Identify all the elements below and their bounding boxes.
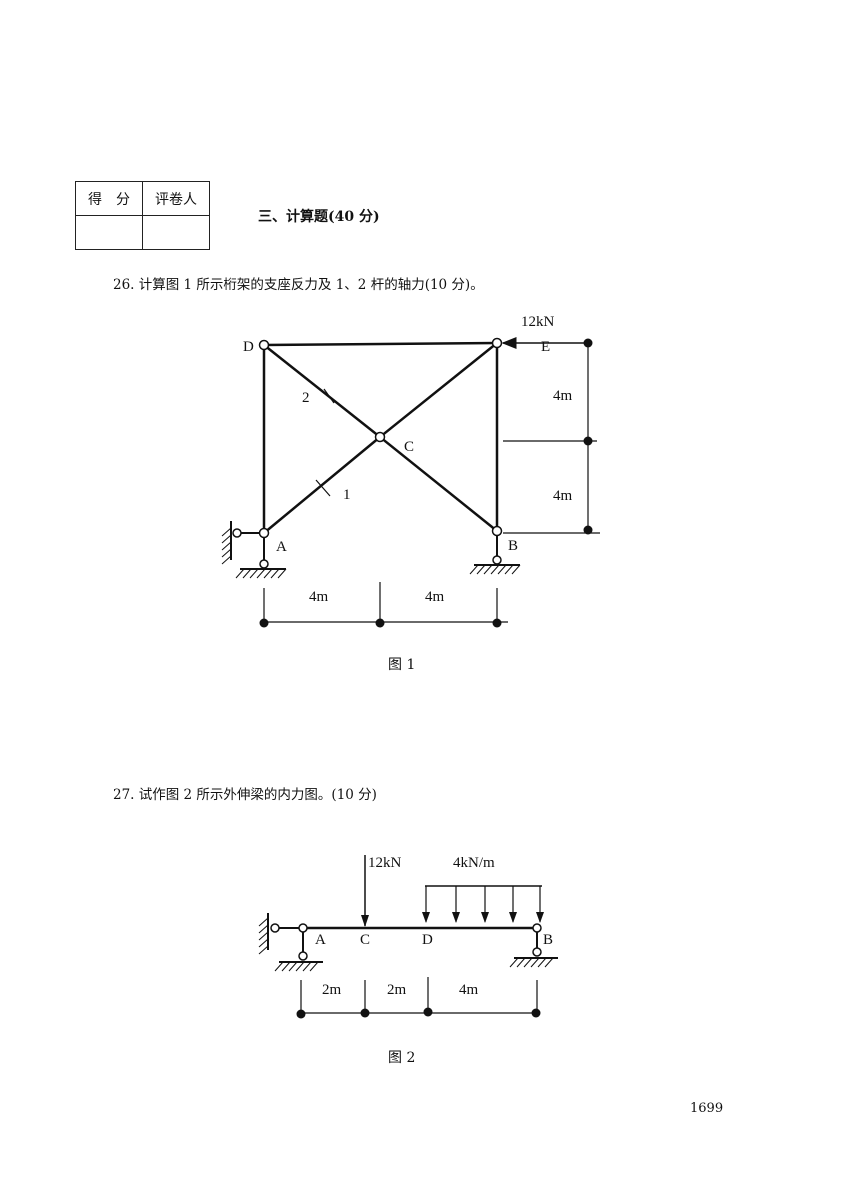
- figure-1-labels: D E C A B 2 1 12kN 4m 4m 4m 4m: [243, 314, 573, 605]
- dim-dot: [296, 1009, 306, 1019]
- label-d2: 2m: [387, 982, 407, 998]
- grader-cell[interactable]: [142, 215, 210, 250]
- dim-dot: [375, 618, 385, 628]
- label-bar-2: 2: [302, 390, 310, 406]
- joint-A: [258, 527, 270, 539]
- bar-1-mark: [315, 479, 331, 497]
- dim-dot: [360, 1008, 370, 1018]
- label-w2: 4m: [425, 589, 445, 605]
- dim-dot: [492, 618, 502, 628]
- section-title: 三、计算题(40 分): [258, 209, 380, 225]
- label-B: B: [508, 538, 518, 554]
- question-27: 27. 试作图 2 所示外伸梁的内力图。(10 分): [113, 787, 377, 803]
- label-h2: 4m: [553, 488, 573, 504]
- label-point-load: 12kN: [368, 855, 402, 871]
- label-E: E: [541, 339, 550, 355]
- label-B: B: [543, 932, 553, 948]
- dim-dot: [423, 1007, 433, 1017]
- figure-1-caption: 图 1: [388, 657, 416, 673]
- member-AC: [263, 436, 381, 534]
- label-load: 12kN: [521, 314, 555, 330]
- joint-D: [258, 339, 270, 351]
- figure-2-labels: 12kN 4kN/m A C D B 2m 2m 4m: [315, 855, 553, 998]
- label-d1: 2m: [322, 982, 342, 998]
- label-D: D: [422, 932, 433, 948]
- figure-2-beam: [258, 855, 558, 1019]
- label-bar-1: 1: [343, 487, 351, 503]
- member-DC: [263, 344, 381, 438]
- page-number: 1699: [690, 1101, 724, 1116]
- member-CE: [379, 342, 498, 438]
- dim-dot: [583, 525, 593, 535]
- score-header: 得 分: [75, 181, 143, 216]
- dim-dot: [583, 436, 593, 446]
- label-A: A: [276, 539, 287, 555]
- label-A: A: [315, 932, 326, 948]
- question-26: 26. 计算图 1 所示桁架的支座反力及 1、2 杆的轴力(10 分)。: [113, 277, 484, 293]
- label-d3: 4m: [459, 982, 479, 998]
- figure-1-truss: [221, 337, 600, 628]
- label-w1: 4m: [309, 589, 329, 605]
- joint-E: [491, 337, 503, 349]
- label-h1: 4m: [553, 388, 573, 404]
- dim-dot: [583, 338, 593, 348]
- label-dist-load: 4kN/m: [453, 855, 495, 871]
- dim-dot: [259, 618, 269, 628]
- label-D: D: [243, 339, 254, 355]
- label-C: C: [360, 932, 370, 948]
- bar-2-mark: [323, 388, 335, 404]
- label-C: C: [404, 439, 414, 455]
- member-DE: [263, 341, 498, 347]
- distributed-load-arrows: [422, 886, 544, 923]
- figure-2-caption: 图 2: [388, 1050, 416, 1066]
- joint-C: [374, 431, 386, 443]
- joint-B: [491, 525, 503, 537]
- grader-header: 评卷人: [142, 181, 210, 216]
- member-CB: [379, 436, 498, 532]
- dim-dot: [531, 1008, 541, 1018]
- score-table: 得 分 评卷人: [75, 181, 210, 250]
